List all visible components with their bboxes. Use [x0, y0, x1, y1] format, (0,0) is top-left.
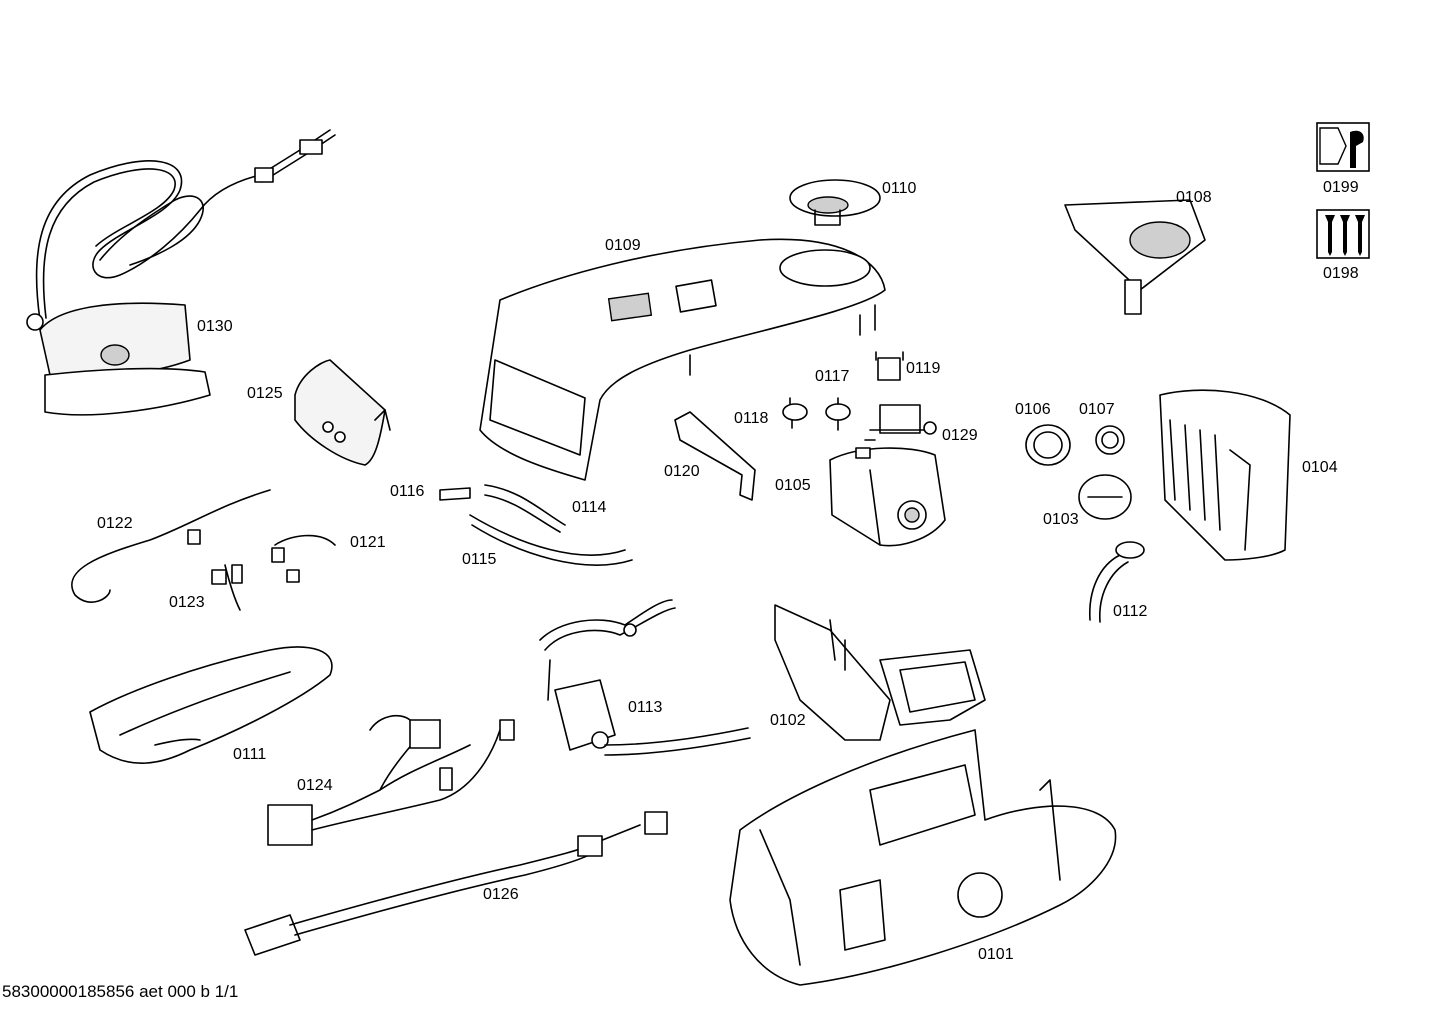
part-label-0103: 0103 [1043, 511, 1079, 528]
small-sensors-part-drawing [782, 351, 904, 431]
front-cover-part-drawing [294, 359, 391, 466]
part-label-0120: 0120 [664, 463, 700, 480]
filler-cap-part-drawing [789, 179, 881, 226]
wires-part-drawing [71, 489, 336, 611]
part-label-0110: 0110 [882, 180, 917, 197]
iron-rest-part-drawing [89, 646, 333, 764]
part-label-0105: 0105 [775, 477, 811, 494]
part-label-0199: 0199 [1323, 179, 1359, 196]
part-label-0109: 0109 [605, 237, 641, 254]
part-label-0113: 0114 [572, 499, 607, 516]
part-label-0115: 0113 [628, 699, 663, 716]
wrench-icon [1316, 122, 1370, 172]
part-label-0124: 0124 [297, 777, 333, 794]
top-housing-part-drawing [479, 238, 886, 481]
part-label-0122: 0122 [97, 515, 133, 532]
wiring-harness-part-drawing [267, 714, 515, 846]
part-label-0118: 0118 [734, 410, 769, 427]
hoses-part-drawing [439, 484, 633, 566]
part-label-0102: 0102 [770, 712, 806, 729]
part-label-0116: 0116 [390, 483, 425, 500]
part-label-0125: 0125 [247, 385, 283, 402]
part-label-0198: 0198 [1323, 265, 1359, 282]
clip-part-drawing [674, 411, 756, 501]
short-hose-part-drawing [1089, 541, 1145, 623]
part-label-0114: 0115 [462, 551, 497, 568]
seal-rings-part-drawing [1025, 424, 1125, 466]
part-label-0119: 0119 [906, 360, 941, 377]
part-label-0129: 0129 [942, 427, 978, 444]
part-label-0107: 0107 [1079, 401, 1115, 418]
valve-part-drawing [864, 404, 937, 441]
part-label-0112: 0112 [1113, 603, 1148, 620]
power-cord-part-drawing [244, 811, 668, 956]
part-label-0123: 0123 [169, 594, 205, 611]
part-label-0101: 0101 [978, 946, 1014, 963]
part-label-0126: 0126 [483, 886, 519, 903]
knob-part-drawing [1078, 474, 1132, 520]
part-label-0106: 0106 [1015, 401, 1051, 418]
part-label-0111: 0111 [233, 746, 266, 763]
bracket-part-drawing [1064, 199, 1206, 315]
part-label-0121: 0121 [350, 534, 386, 551]
part-label-0108: 0108 [1176, 189, 1212, 206]
part-label-0104: 0104 [1302, 459, 1338, 476]
water-tank-part-drawing [1159, 389, 1291, 561]
base-housing-part-drawing [729, 729, 1117, 986]
document-id: 58300000185856 aet 000 b 1/1 [2, 982, 239, 1001]
screws-icon [1316, 209, 1370, 259]
pump-part-drawing [539, 599, 751, 756]
iron-part-drawing [26, 129, 336, 416]
pump-box-part-drawing [829, 447, 946, 547]
inner-frame-part-drawing [774, 604, 986, 741]
part-label-0117: 0117 [815, 368, 850, 385]
part-label-0130: 0130 [197, 318, 233, 335]
